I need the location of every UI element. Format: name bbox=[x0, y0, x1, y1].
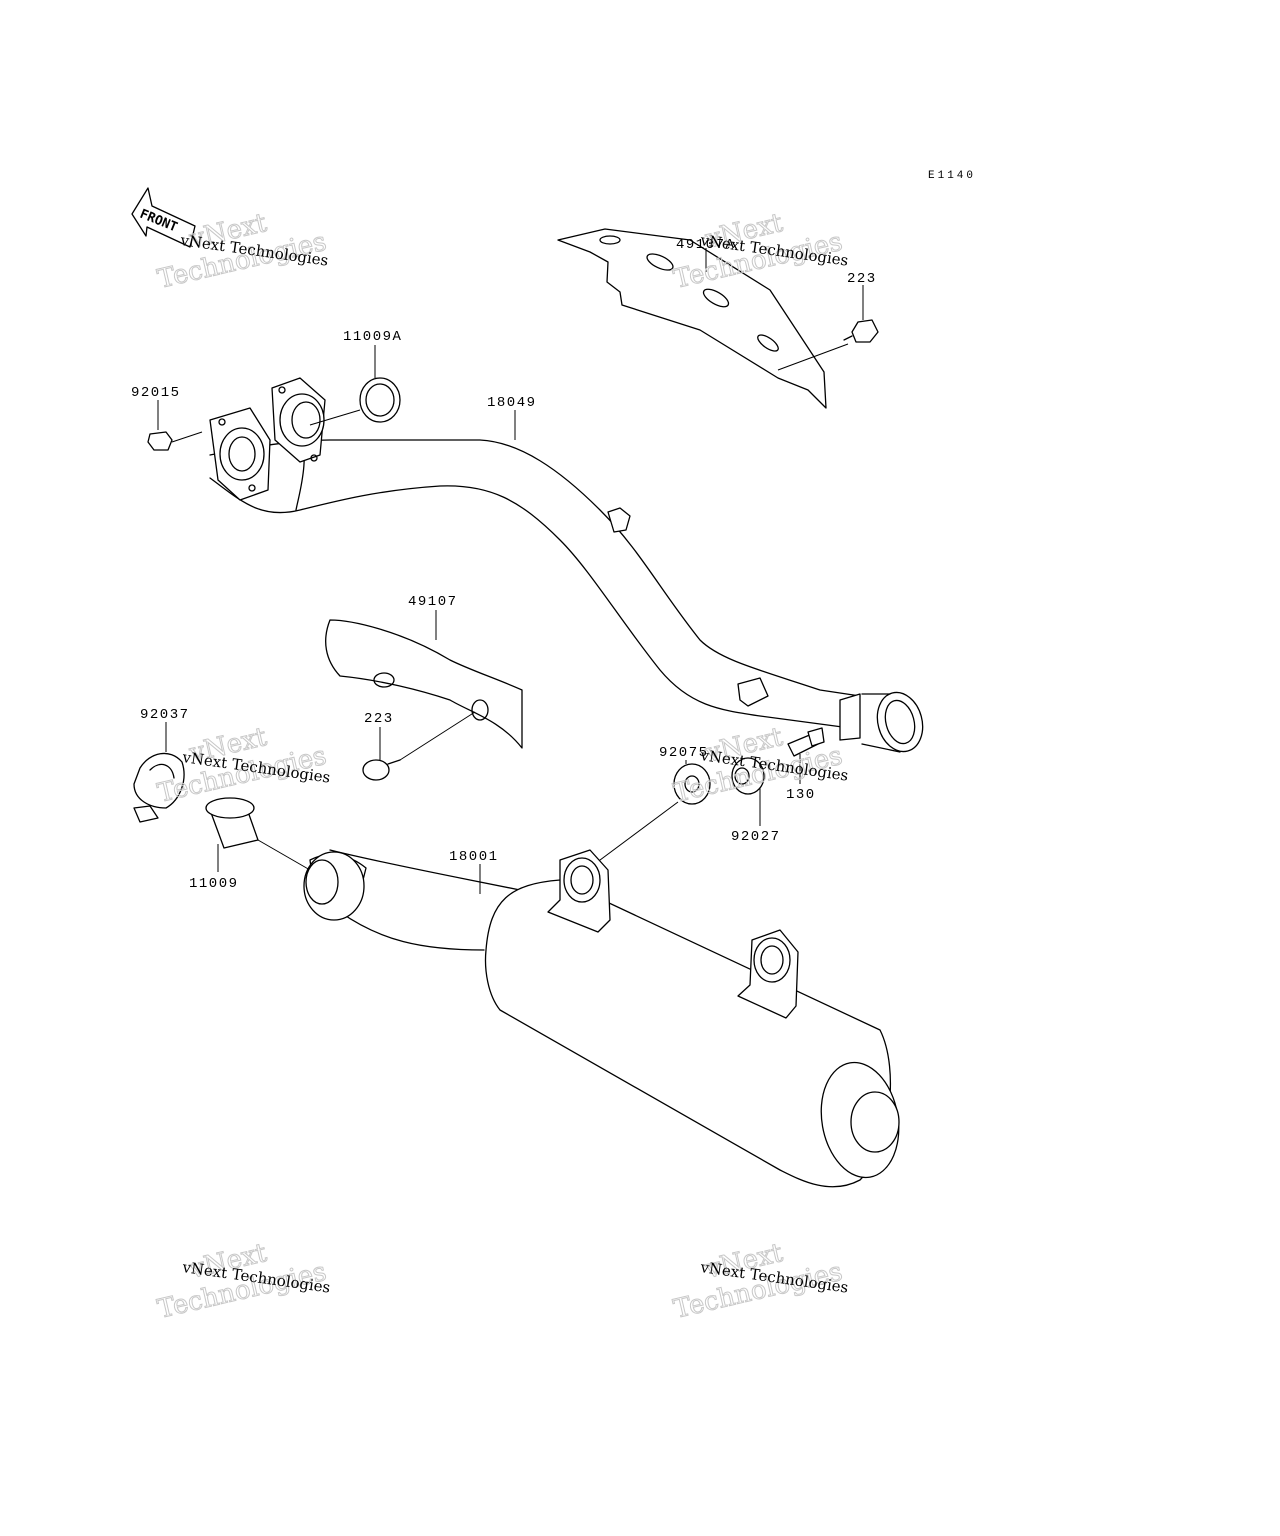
watermark-6: vNext Technologies vNext Technologies bbox=[670, 1237, 849, 1325]
label-130: 130 bbox=[786, 787, 816, 803]
bolt-223-top bbox=[777, 319, 879, 371]
label-49107a: 49107A bbox=[676, 237, 735, 253]
label-92027: 92027 bbox=[731, 829, 781, 845]
collar-92027 bbox=[731, 757, 765, 826]
label-223-mid: 223 bbox=[364, 711, 394, 727]
watermark-3: vNext Technologies vNext Technologies bbox=[154, 721, 331, 809]
heat-shield-49107 bbox=[325, 610, 523, 749]
label-49107: 49107 bbox=[408, 594, 458, 610]
label-18049: 18049 bbox=[487, 395, 537, 411]
label-11009a: 11009A bbox=[343, 329, 402, 345]
gasket-11009 bbox=[205, 797, 311, 872]
bolt-130 bbox=[787, 727, 825, 784]
label-92075: 92075 bbox=[659, 745, 709, 761]
bolt-223-mid bbox=[362, 711, 476, 781]
heat-shield-49107a bbox=[557, 228, 827, 409]
exhaust-pipe-18049 bbox=[209, 377, 924, 753]
label-92015: 92015 bbox=[131, 385, 181, 401]
gasket-11009a bbox=[309, 345, 401, 426]
watermark-5: vNext Technologies vNext Technologies bbox=[154, 1237, 331, 1325]
label-223-top: 223 bbox=[847, 271, 877, 287]
label-92037: 92037 bbox=[140, 707, 190, 723]
muffler-18001 bbox=[303, 849, 900, 1188]
diagram-code: E1140 bbox=[928, 170, 976, 182]
nut-92015 bbox=[147, 400, 203, 451]
part-labels: 49107A 223 11009A 92015 18049 49107 9203… bbox=[131, 237, 877, 892]
label-18001: 18001 bbox=[449, 849, 499, 865]
label-11009: 11009 bbox=[189, 876, 239, 892]
grommet-92075 bbox=[591, 760, 711, 867]
clamp-92037 bbox=[133, 722, 185, 823]
